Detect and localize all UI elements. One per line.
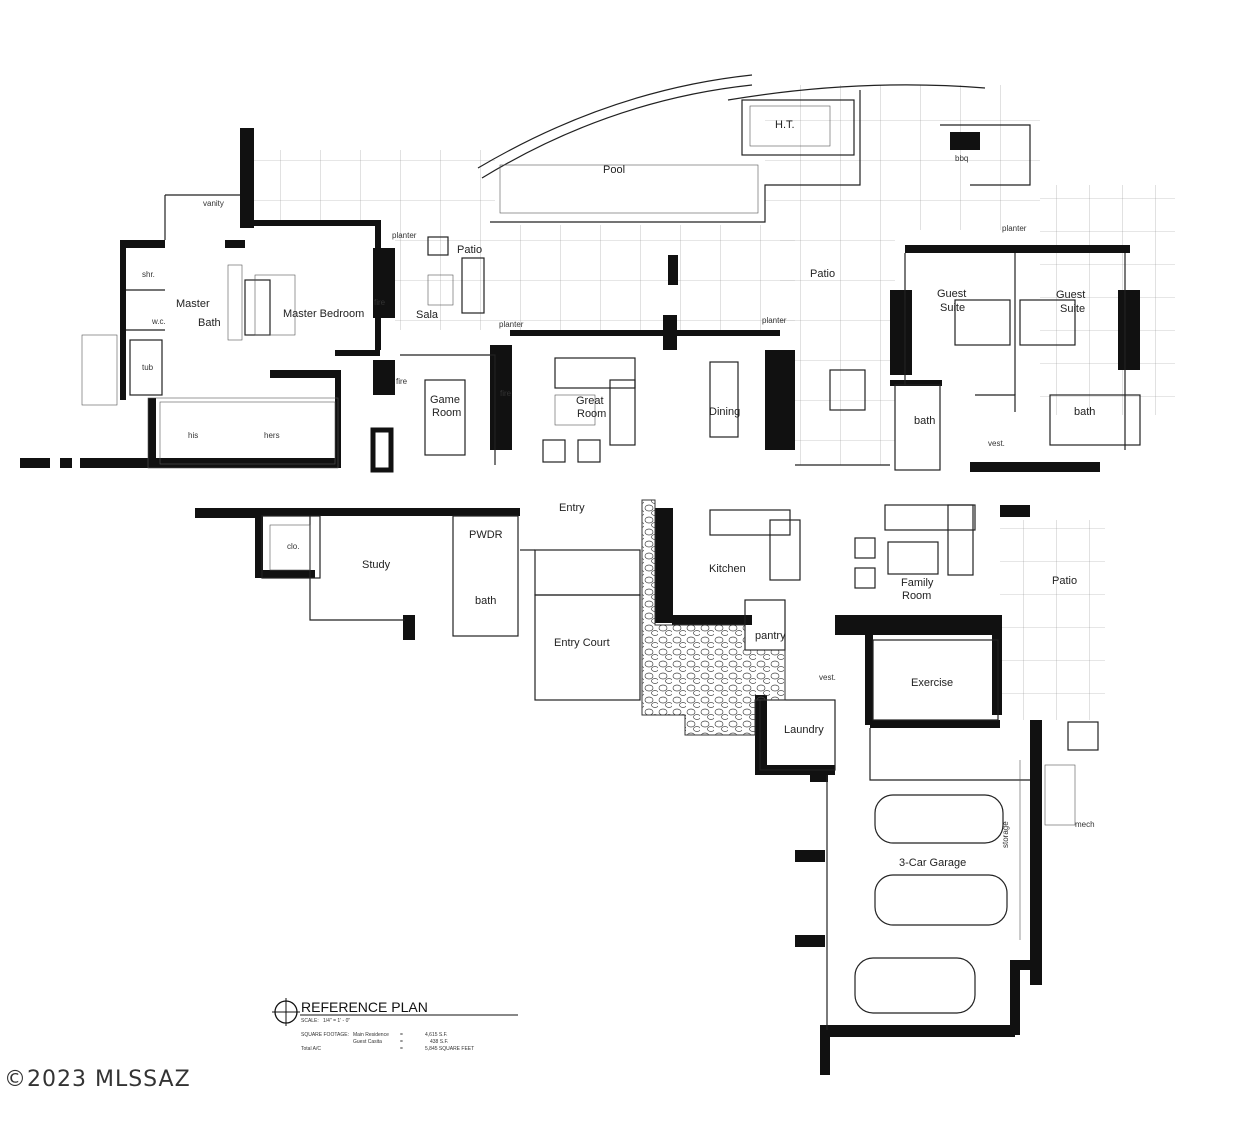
mech-label: mech bbox=[1075, 820, 1095, 829]
game-room-label: Room bbox=[432, 407, 461, 419]
fire-label-1: fire bbox=[374, 298, 386, 307]
great-label: Great bbox=[576, 395, 604, 407]
guest-casita-value: 438 S.F. bbox=[430, 1039, 448, 1045]
fire-label-3: fire bbox=[500, 389, 512, 398]
vestibule-label-2: vest. bbox=[819, 673, 836, 682]
main-residence-value: 4,615 S.F. bbox=[425, 1032, 448, 1038]
bbq-label: bbq bbox=[955, 154, 968, 163]
master-bath-label: Bath bbox=[198, 317, 221, 329]
guest-bath-1-label: bath bbox=[914, 415, 935, 427]
family-label: Family bbox=[901, 577, 934, 589]
planter-label-1: planter bbox=[392, 231, 417, 240]
mls-watermark: ©2023 MLSSAZ bbox=[4, 1067, 191, 1092]
great-room-label: Room bbox=[577, 408, 606, 420]
equals-2: = bbox=[400, 1039, 403, 1045]
game-label: Game bbox=[430, 394, 460, 406]
guest-casita-label: Guest Casita bbox=[353, 1039, 382, 1045]
room-outlines bbox=[126, 194, 1141, 1030]
bbq-grill bbox=[950, 132, 980, 150]
tub-label: tub bbox=[142, 363, 154, 372]
hot-tub-label: H.T. bbox=[775, 119, 795, 131]
study-label: Study bbox=[362, 559, 391, 571]
garage-cars bbox=[854, 794, 1008, 1014]
patio-label-1: Patio bbox=[457, 244, 482, 256]
reference-plan-title: REFERENCE PLAN bbox=[301, 999, 428, 1015]
sala-label: Sala bbox=[416, 309, 439, 321]
storage-label: storage bbox=[1001, 821, 1010, 848]
wc-label: w.c. bbox=[151, 317, 166, 326]
planter-label-2: planter bbox=[499, 320, 524, 329]
guest-bath-2-label: bath bbox=[1074, 406, 1095, 418]
total-ac-value: 5,845 SQUARE FEET bbox=[425, 1046, 474, 1052]
powder-room-label: PWDR bbox=[469, 529, 503, 541]
pool: Pool H.T. bbox=[477, 74, 986, 223]
planter-label-3: planter bbox=[762, 316, 787, 325]
guest-suite-1-label-2: Suite bbox=[940, 302, 965, 314]
equals-1: = bbox=[400, 1032, 403, 1038]
stone-wall bbox=[641, 499, 786, 736]
closet-label: clo. bbox=[287, 542, 299, 551]
room-labels: vanity shr. Master Bath w.c. tub Master … bbox=[142, 199, 1095, 869]
vestibule-label-1: vest. bbox=[988, 439, 1005, 448]
exercise-label: Exercise bbox=[911, 677, 953, 689]
study-bath-label: bath bbox=[475, 595, 496, 607]
main-residence-label: Main Residence bbox=[353, 1032, 389, 1038]
dining-label: Dining bbox=[709, 406, 740, 418]
garage-label: 3-Car Garage bbox=[899, 857, 966, 869]
his-closet-label: his bbox=[188, 431, 198, 440]
entry-court-label: Entry Court bbox=[554, 637, 610, 649]
furniture bbox=[81, 236, 1099, 826]
sqft-label: SQUARE FOOTAGE: bbox=[301, 1032, 349, 1038]
fire-label-2: fire bbox=[396, 377, 408, 386]
family-room-label: Room bbox=[902, 590, 931, 602]
hers-closet-label: hers bbox=[264, 431, 280, 440]
pantry-label: pantry bbox=[755, 630, 786, 642]
shower-label: shr. bbox=[142, 270, 155, 279]
scale-value: 1/4" = 1' - 0" bbox=[323, 1018, 350, 1024]
master-label: Master bbox=[176, 298, 210, 310]
reference-plan-legend: REFERENCE PLAN SCALE: 1/4" = 1' - 0" SQU… bbox=[272, 998, 518, 1052]
entry-label: Entry bbox=[559, 502, 585, 514]
total-ac-label: Total A/C bbox=[301, 1046, 321, 1052]
patio-label-3: Patio bbox=[1052, 575, 1077, 587]
master-bedroom-label: Master Bedroom bbox=[283, 308, 364, 320]
guest-suite-2-label-2: Suite bbox=[1060, 303, 1085, 315]
equals-3: = bbox=[400, 1046, 403, 1052]
kitchen-label: Kitchen bbox=[709, 563, 746, 575]
planter-label-4: planter bbox=[1002, 224, 1027, 233]
vanity-label: vanity bbox=[203, 199, 224, 208]
scale-label: SCALE: bbox=[301, 1018, 319, 1024]
guest-suite-2-label: Guest bbox=[1056, 289, 1085, 301]
laundry-label: Laundry bbox=[784, 724, 824, 736]
patio-label-2: Patio bbox=[810, 268, 835, 280]
pool-label: Pool bbox=[603, 164, 625, 176]
guest-suite-1-label: Guest bbox=[937, 288, 966, 300]
